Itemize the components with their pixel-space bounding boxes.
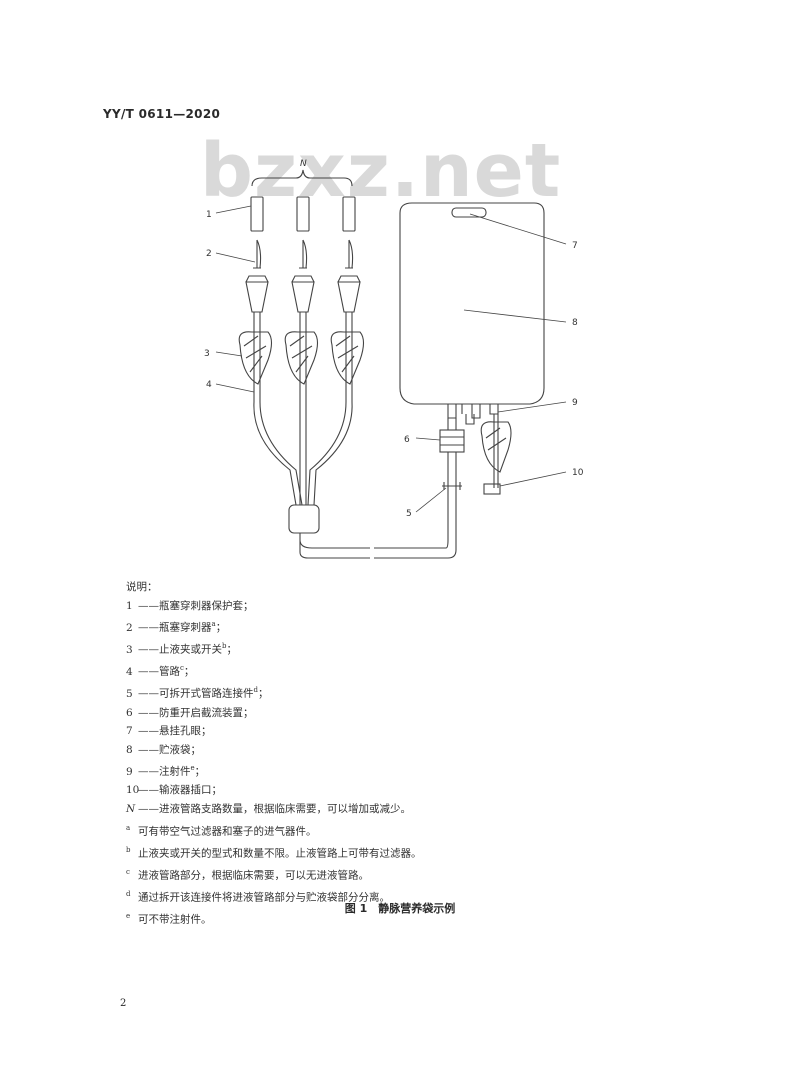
outlet-clamp	[480, 421, 512, 473]
spike-branch	[238, 196, 273, 402]
legend-item: 2——瓶塞穿刺器a；	[126, 620, 227, 634]
legend-item: 10——输液器插口；	[126, 784, 222, 797]
standard-code: YY/T 0611—2020	[103, 107, 221, 121]
legend-items: 1——瓶塞穿刺器保护套； 2——瓶塞穿刺器a； 3——止液夹或开关b； 4——管路c；…	[126, 597, 422, 819]
storage-bag	[399, 202, 545, 405]
callout-3: 3	[204, 349, 210, 359]
legend-item: 3——止液夹或开关b；	[126, 642, 237, 656]
infusion-port	[483, 483, 501, 495]
branch-tube	[253, 312, 261, 402]
legend-item: 7——悬挂孔眼；	[126, 725, 212, 738]
callout-4: 4	[206, 380, 212, 390]
drip-chamber	[245, 281, 269, 313]
figure-iv-nutrition-bag: N	[204, 159, 584, 559]
hanging-hole	[451, 207, 487, 218]
legend-item: 4——管路c；	[126, 664, 195, 678]
callout-9: 9	[572, 398, 578, 408]
detachable-connector	[442, 482, 462, 490]
spike-cap	[250, 196, 264, 232]
callout-6: 6	[404, 435, 410, 445]
callout-2: 2	[206, 249, 212, 259]
figure-caption: 图 1 静脉营养袋示例	[344, 902, 456, 915]
legend-item: 5——可拆开式管路连接件d；	[126, 686, 269, 700]
legend-item: N——进液管路支路数量，根据临床需要，可以增加或减少。	[126, 803, 411, 816]
callout-1: 1	[206, 210, 212, 220]
injection-site	[465, 414, 475, 425]
merge-tubes	[253, 401, 353, 506]
roller-clamp	[238, 331, 273, 385]
callout-7: 7	[572, 241, 578, 251]
brace-label: N	[300, 159, 307, 169]
legend-item: 6——防重开启截流装置；	[126, 706, 254, 719]
figure-legend: 说明： 1——瓶塞穿刺器保护套； 2——瓶塞穿刺器a； 3——止液夹或开关b； 4——…	[126, 578, 422, 929]
spike	[253, 239, 262, 269]
callout-5: 5	[406, 509, 412, 519]
legend-item: 1——瓶塞穿刺器保护套；	[126, 599, 254, 612]
legend-item: 9——注射件e；	[126, 764, 206, 778]
legend-title: 说明：	[126, 581, 158, 593]
callout-10: 10	[572, 468, 584, 478]
watermark: bzxz.net	[200, 128, 562, 214]
main-tube	[299, 480, 457, 559]
manifold-connector	[288, 504, 320, 534]
callout-8: 8	[572, 318, 578, 328]
legend-item: 8——贮液袋；	[126, 743, 201, 756]
anti-reopening-device	[439, 429, 465, 453]
branch-count-brace	[251, 169, 353, 187]
page-number: 2	[120, 998, 127, 1009]
